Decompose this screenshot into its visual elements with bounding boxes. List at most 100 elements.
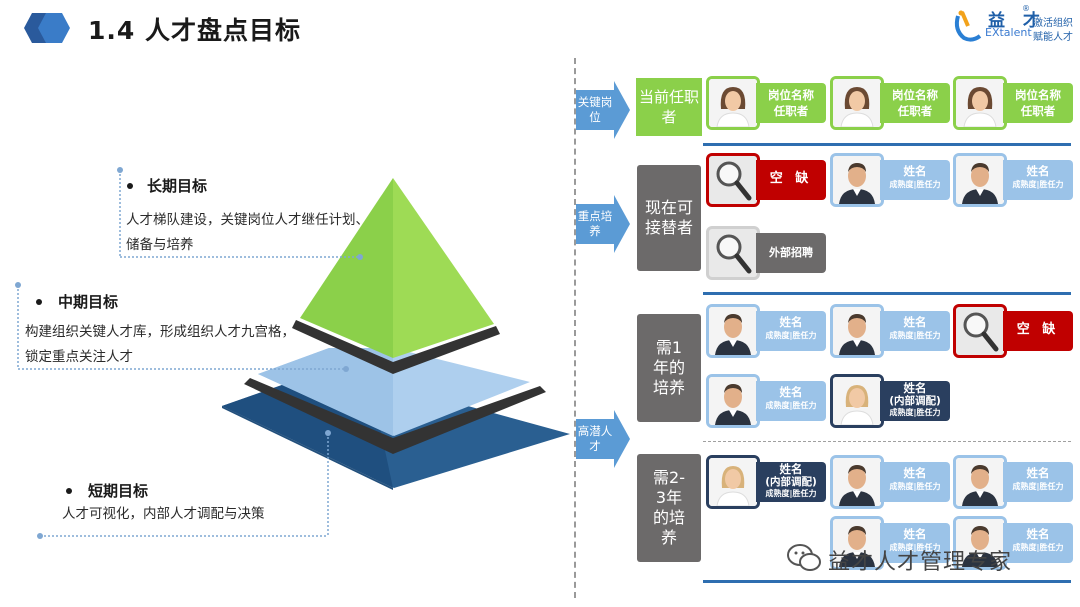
category-high-potential: 高潜人才 [576,419,614,459]
row-need-2-3yr: 需2-3年的培养 [637,454,701,562]
magnifier-icon [706,153,760,207]
person-card-candidate: 姓名成熟度|胜任力 [830,455,953,509]
person-card-internal: 姓名(内部调配)成熟度|胜任力 [830,374,953,428]
arrow-right-icon [614,410,630,468]
position-name-label: 岗位名称 [1015,88,1061,102]
category-key-position: 关键岗位 [576,90,614,130]
name-label: 姓名 [1026,466,1050,480]
name-label: 姓名 [779,385,803,399]
bullet-icon [127,183,133,189]
incumbent-label: 任职者 [897,104,933,118]
bullet-icon [66,488,72,494]
long-term-desc-2: 储备与培养 [126,237,194,253]
pyramid-top-right [393,178,494,358]
maturity-label: 成熟度|胜任力 [1012,543,1064,552]
category-focus-training: 重点培养 [576,204,614,244]
maturity-label: 成熟度|胜任力 [889,408,941,417]
name-label: 姓名 [903,527,927,541]
person-card-candidate: 姓名成熟度|胜任力 [953,455,1076,509]
male-avatar-icon [830,516,884,570]
section-dashed-line [703,441,1071,442]
person-card-candidate: 姓名成熟度|胜任力 [953,516,1076,570]
person-card-candidate: 姓名成熟度|胜任力 [953,153,1076,207]
logo-chinese: 益 才 [988,11,1046,31]
person-card-candidate: 姓名成熟度|胜任力 [830,304,953,358]
maturity-label: 成熟度|胜任力 [765,401,817,410]
name-label: 姓名 [1026,527,1050,541]
page-title: 1.4 人才盘点目标 [88,16,301,45]
section-line [703,580,1071,583]
wechat-icon [787,544,821,571]
logo-registered: ® [1022,4,1030,13]
pyramid-separator-lower [244,378,546,454]
slogan-line-2: 赋能人才 [1033,32,1073,43]
male-avatar-icon [706,374,760,428]
section-line [703,143,1071,146]
person-card-incumbent: 岗位名称任职者 [953,76,1076,130]
slogan-line-1: 激活组织 [1033,18,1073,29]
row-need-1yr: 需1年的培养 [637,314,701,422]
maturity-label: 成熟度|胜任力 [1012,180,1064,189]
mid-term-desc-1: 构建组织关键人才库，形成组织人才九宫格， [25,324,295,340]
name-label: 姓名 [779,315,803,329]
name-label: 姓名 [903,381,927,395]
male-avatar-icon [953,455,1007,509]
vacant-label: 空 缺 [1016,322,1060,337]
mid-term-desc-2: 锁定重点关注人才 [25,349,133,365]
female-avatar-icon [706,76,760,130]
long-term-title: 长期目标 [147,177,208,195]
row-ready-now: 现在可接替者 [637,165,701,271]
incumbent-label: 任职者 [1020,104,1056,118]
person-card-candidate: 姓名成熟度|胜任力 [706,304,829,358]
long-term-desc-1: 人才梯队建设，关键岗位人才继任计划、 [126,212,369,228]
vacant-card: 空 缺 [953,304,1076,358]
vacant-card: 空 缺 [706,153,829,207]
external-recruit-label: 外部招聘 [769,246,813,259]
person-card-incumbent: 岗位名称任职者 [830,76,953,130]
person-card-incumbent: 岗位名称任职者 [706,76,829,130]
male-avatar-icon [706,304,760,358]
internal-transfer-label: (内部调配) [889,395,941,407]
male-avatar-icon [953,516,1007,570]
maturity-label: 成熟度|胜任力 [889,543,941,552]
goal-connectors [15,167,363,539]
logo-english: EXtalent [985,26,1032,39]
female-avatar-icon [953,76,1007,130]
row-incumbent: 当前任职者 [636,78,702,136]
magnifier-icon [706,226,760,280]
pyramid-top-left [300,178,393,358]
section-line [703,292,1071,295]
name-label: 姓名 [903,466,927,480]
company-logo [950,4,1075,48]
vertical-divider [574,58,576,598]
pyramid-separator-upper [292,320,500,374]
maturity-label: 成熟度|胜任力 [889,180,941,189]
maturity-label: 成熟度|胜任力 [1012,482,1064,491]
arrow-right-icon [614,81,630,139]
male-avatar-icon [953,153,1007,207]
pyramid-mid-left [258,348,393,436]
male-avatar-icon [830,455,884,509]
person-card-internal: 姓名(内部调配)成熟度|胜任力 [706,455,829,509]
female-avatar-icon [830,374,884,428]
person-card-candidate: 姓名成熟度|胜任力 [830,516,953,570]
person-card-candidate: 姓名成熟度|胜任力 [830,153,953,207]
person-card-candidate: 姓名成熟度|胜任力 [706,374,829,428]
female-avatar-icon [830,76,884,130]
maturity-label: 成熟度|胜任力 [889,331,941,340]
short-term-title: 短期目标 [88,482,149,500]
arrow-right-icon [614,195,630,253]
bullet-icon [36,299,42,305]
position-name-label: 岗位名称 [768,88,814,102]
name-label: 姓名 [1026,164,1050,178]
magnifier-icon [953,304,1007,358]
female-avatar-icon [706,455,760,509]
male-avatar-icon [830,304,884,358]
external-recruit-card: 外部招聘 [706,226,829,280]
maturity-label: 成熟度|胜任力 [765,331,817,340]
mid-term-title: 中期目标 [58,293,119,311]
incumbent-label: 任职者 [773,104,809,118]
goal-pyramid [222,178,570,490]
vacant-label: 空 缺 [769,171,813,186]
maturity-label: 成熟度|胜任力 [889,482,941,491]
